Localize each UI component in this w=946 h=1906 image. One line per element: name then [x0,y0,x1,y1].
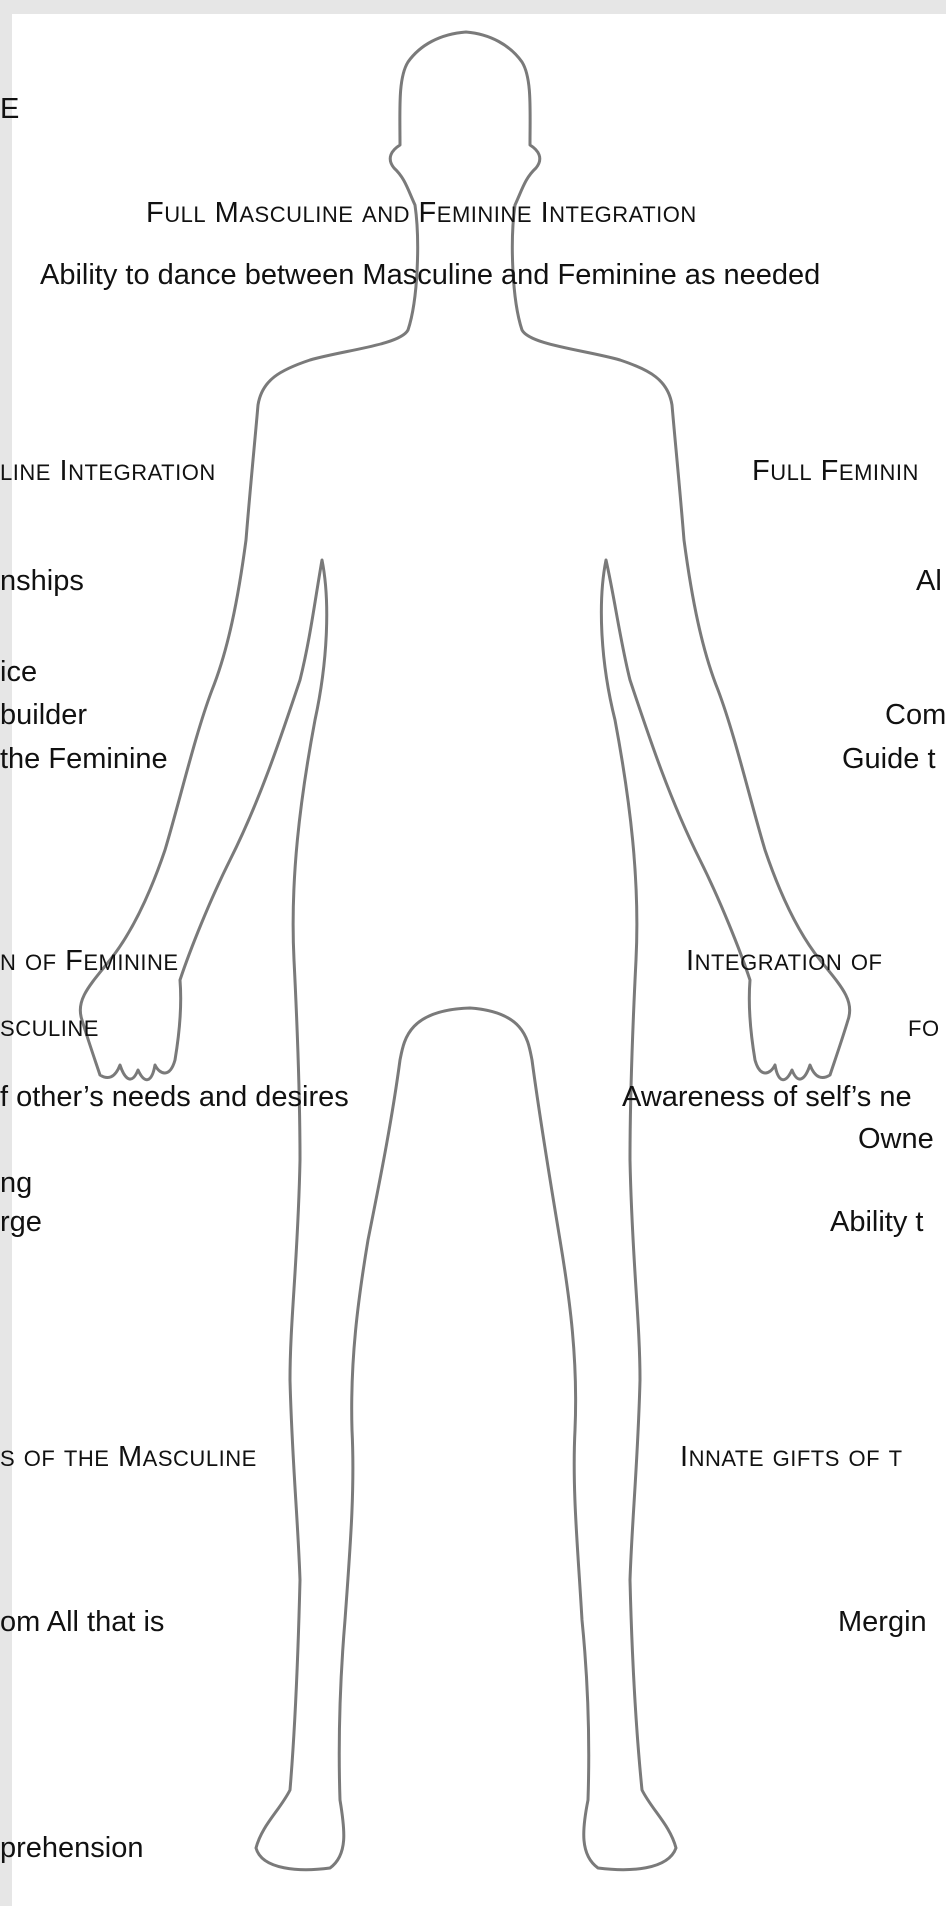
left-item-others-needs: f other’s needs and desires [0,1080,349,1114]
right-item-ability: Ability t [830,1205,923,1239]
right-item-com: Com [885,698,946,732]
subheading-dance: Ability to dance between Masculine and F… [40,258,820,292]
right-heading-integration-of-2: FO [908,1010,940,1046]
right-item-self-needs: Awareness of self’s ne [622,1080,912,1114]
left-item-all-that-is: om All that is [0,1605,164,1639]
left-item-ice: ice [0,655,37,689]
left-heading-feminine-integration-1: N OF FEMININE [0,944,179,980]
right-heading-integration-of-1: INTEGRATION OF [686,944,882,980]
left-heading-gifts-masculine: S OF THE MASCULINE [0,1440,257,1476]
right-item-owne: Owne [858,1122,934,1156]
left-item-builder: builder [0,698,87,732]
right-item-guide: Guide t [842,742,936,776]
right-item-mergin: Mergin [838,1605,927,1639]
left-item-the-feminine: the Feminine [0,742,168,776]
right-heading-innate-gifts: INNATE GIFTS OF T [680,1440,903,1476]
left-item-relationships: nships [0,564,84,598]
header-letter: E [0,92,19,126]
left-heading-masculine-integration: LINE INTEGRATION [0,454,216,490]
heading-full-integration: FULL MASCULINE AND FEMININE INTEGRATION [146,196,697,232]
left-item-rge: rge [0,1205,42,1239]
left-item-comprehension: prehension [0,1831,144,1865]
left-heading-feminine-integration-2: SCULINE [0,1010,99,1046]
right-heading-full-feminine: FULL FEMININ [752,454,919,490]
left-item-ng: ng [0,1166,32,1200]
right-item-al: Al [916,564,942,598]
